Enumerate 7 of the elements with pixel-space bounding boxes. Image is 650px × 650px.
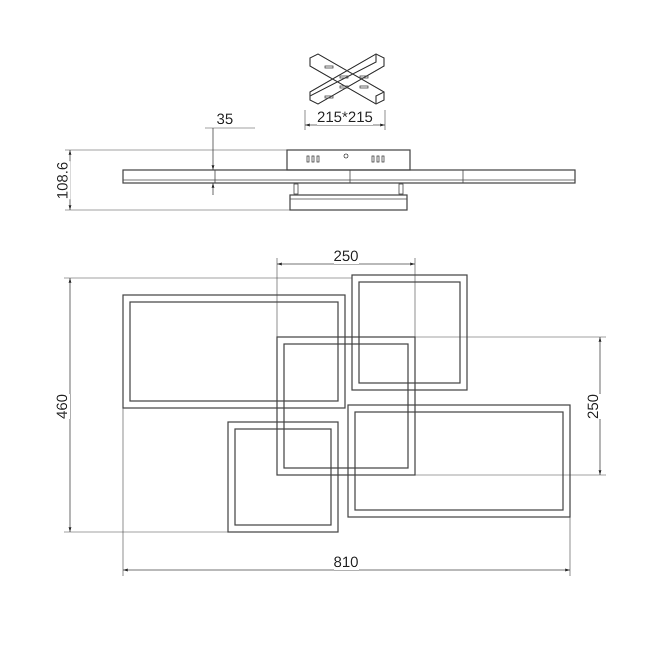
dimension-label: 250 bbox=[586, 393, 601, 419]
dimension-label: 215*215 bbox=[317, 110, 373, 124]
dimension-label: 35 bbox=[216, 112, 234, 126]
dimension-label: 460 bbox=[54, 393, 70, 419]
dimension-label: 108.6 bbox=[55, 161, 70, 199]
dimension-label: 250 bbox=[334, 248, 359, 264]
dimension-label: 810 bbox=[334, 554, 359, 570]
